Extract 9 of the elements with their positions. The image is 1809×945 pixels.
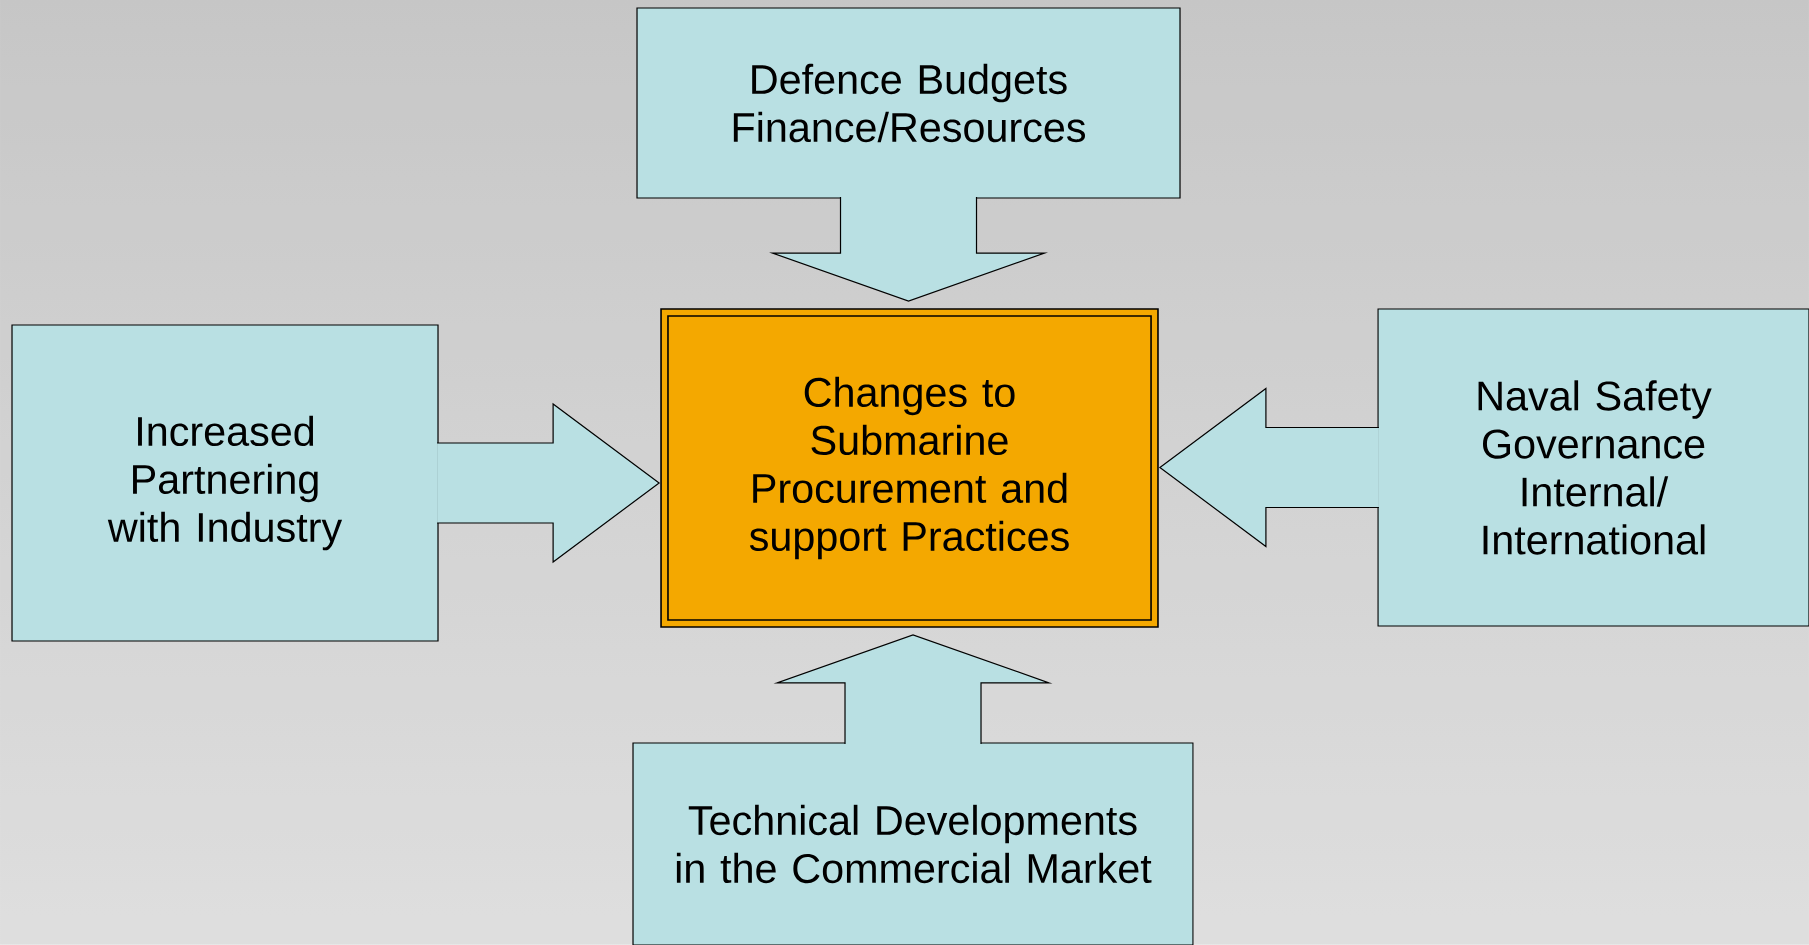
block-arrow bbox=[436, 402, 661, 564]
block-arrow bbox=[773, 634, 1053, 745]
block-arrow bbox=[769, 196, 1048, 302]
callout-box: Increased Partnering with Industry bbox=[11, 324, 439, 642]
process-box: Changes to Submarine Procurement and support Practices bbox=[660, 308, 1159, 628]
callout-box: Technical Developments in the Commercial Market bbox=[632, 742, 1194, 945]
callout-box: Naval Safety Governance Internal/ International bbox=[1377, 308, 1809, 627]
callout-box: Defence Budgets Finance/Resources bbox=[636, 7, 1181, 199]
block-arrow bbox=[1158, 387, 1380, 548]
